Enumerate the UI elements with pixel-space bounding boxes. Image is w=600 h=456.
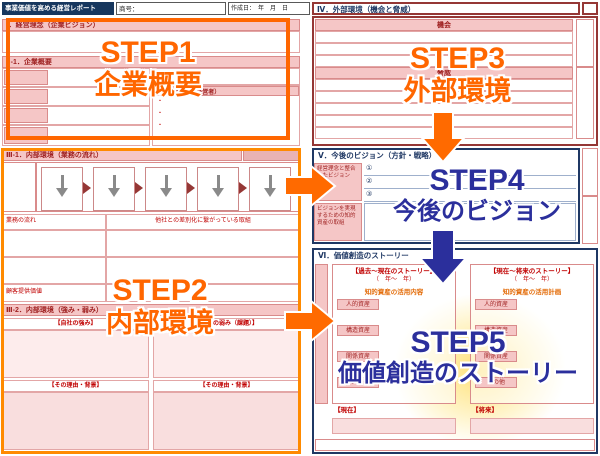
threat-row: [315, 79, 573, 91]
flow-arrow-icon: [83, 182, 91, 194]
section-iv-header: Ⅳ．外部環境（機会と脅威）: [312, 2, 580, 15]
step2-block: STEP2 内部環境: [55, 274, 265, 338]
process-box: [197, 167, 239, 211]
creation-date-label: 作成日： 年 月 日: [231, 6, 289, 12]
side-strip-cell: [582, 196, 598, 244]
arrow-down-icon: [417, 228, 469, 286]
company-profile-row: [2, 106, 150, 125]
company-profile-row: [2, 68, 150, 87]
threat-row: [315, 91, 573, 103]
step1-frame: STEP1 企業概要: [6, 18, 290, 140]
step4-title: STEP4: [429, 164, 525, 197]
trade-name-field: 商号：: [116, 2, 226, 15]
header-corner-cell: [582, 2, 598, 15]
step2-subtitle: 内部環境: [106, 307, 214, 338]
step3-subtitle: 外部環境: [403, 75, 512, 106]
asset-chip: その他: [337, 377, 379, 388]
opportunity-row: [315, 43, 573, 55]
process-box: [41, 167, 83, 211]
report-title: 事業価値を高める経営レポート: [2, 2, 114, 15]
flow-arrow-icon: [239, 182, 247, 194]
impact-column-cell: [576, 67, 594, 139]
arrow-right-icon: [283, 163, 337, 209]
impact-column-cell: [576, 19, 594, 67]
step1-subtitle: 企業概要: [94, 69, 202, 100]
step3-title: STEP3: [409, 42, 506, 75]
panel-title: 【過去～現在のストーリー】: [351, 268, 437, 275]
creation-date-field: 作成日： 年 月 日: [228, 2, 310, 15]
asset-chip: 構造資産: [475, 325, 517, 336]
company-profile-row: [152, 68, 300, 85]
now-box: [332, 418, 456, 434]
flow-detail-cell: [2, 257, 106, 284]
representative-box: Ⅱ-2．代表者（経営者） ・ ・ ・: [152, 85, 300, 146]
side-strip-cell: [582, 148, 598, 196]
flow-side-cell: [2, 162, 36, 212]
numbered-row: ③: [364, 189, 576, 202]
section-ii2-header: Ⅱ-2．代表者（経営者）: [153, 86, 299, 96]
company-profile-row: [2, 87, 150, 106]
bullet-item: ・: [157, 99, 164, 105]
opportunity-row: [315, 55, 573, 67]
asset-chip: 関係資産: [475, 351, 517, 362]
profile-label-chip: [4, 70, 48, 85]
now-label: 【現在】: [334, 407, 360, 414]
panel-years: （ 年～ 年）: [510, 277, 553, 283]
opportunity-band: 機会: [315, 19, 573, 31]
step4-subtitle: 今後のビジョン: [393, 197, 561, 225]
arrow-down-icon: [419, 110, 467, 164]
philosophy-box: [2, 31, 300, 53]
reason-box: [153, 392, 300, 450]
future-box: [470, 418, 594, 434]
step2-title: STEP2: [112, 274, 208, 307]
opportunity-row: [315, 31, 573, 43]
asset-chip: 人的資産: [475, 299, 517, 310]
panel-title: 【現在～将来のストーリー】: [489, 268, 575, 275]
asset-chip: 人的資産: [337, 299, 379, 310]
reason-box: [2, 392, 149, 450]
process-flow: [36, 162, 300, 212]
profile-label-chip: [4, 108, 48, 123]
diff-detail-cell: [106, 230, 300, 257]
asset-chip: 構造資産: [337, 325, 379, 336]
panel-subtitle: 知的資産の活用計画: [502, 289, 562, 296]
action-box: [364, 203, 576, 241]
strength-box: [2, 330, 149, 378]
bottom-note-row: [315, 439, 595, 451]
step5-title: STEP5: [410, 326, 506, 359]
panel-years: （ 年～ 年）: [372, 277, 415, 283]
process-box: [93, 167, 135, 211]
bullet-item: ・: [157, 123, 164, 129]
trade-name-label: 商号：: [119, 6, 139, 13]
step1-title: STEP1: [100, 36, 196, 69]
diff-detail-cell: [106, 257, 300, 284]
past-story-panel: 【過去～現在のストーリー】 （ 年～ 年） 知的資産の活用内容 人的資産 構造資…: [332, 264, 456, 404]
threat-band: 脅威: [315, 67, 573, 79]
flow-detail-cell: [2, 230, 106, 257]
weakness-box: [153, 330, 300, 378]
asset-chip: 関係資産: [337, 351, 379, 362]
asset-chip: その他: [475, 377, 517, 388]
profile-label-chip: [4, 89, 48, 104]
numbered-row: ①: [364, 163, 576, 176]
arrow-right-icon: [283, 298, 337, 344]
panel-subtitle: 知的資産の活用内容: [364, 289, 424, 296]
future-label: 【将来】: [472, 407, 498, 414]
flow-arrow-icon: [135, 182, 143, 194]
section-ii-band: Ⅱ-1．企業概要: [2, 56, 300, 68]
step4-block: STEP4 今後のビジョン: [372, 164, 582, 225]
flow-arrow-icon: [187, 182, 195, 194]
step5-block: STEP5 価値創造のストーリー: [318, 326, 598, 387]
process-box: [145, 167, 187, 211]
bullet-item: ・: [157, 111, 164, 117]
numbered-row: ②: [364, 176, 576, 189]
step2-region-frame: [1, 148, 301, 454]
future-story-panel: 【現在～将来のストーリー】 （ 年～ 年） 知的資産の活用計画 人的資産 構造資…: [470, 264, 594, 404]
step5-subtitle: 価値創造のストーリー: [338, 359, 578, 387]
strength-header: 【自社の強み】: [2, 318, 149, 330]
action-label: ビジョンを実現するための知的資産の取組: [314, 203, 362, 241]
reason-header: 【その理由・背景】: [153, 380, 300, 392]
step3-block: STEP3 外部環境: [370, 42, 545, 106]
